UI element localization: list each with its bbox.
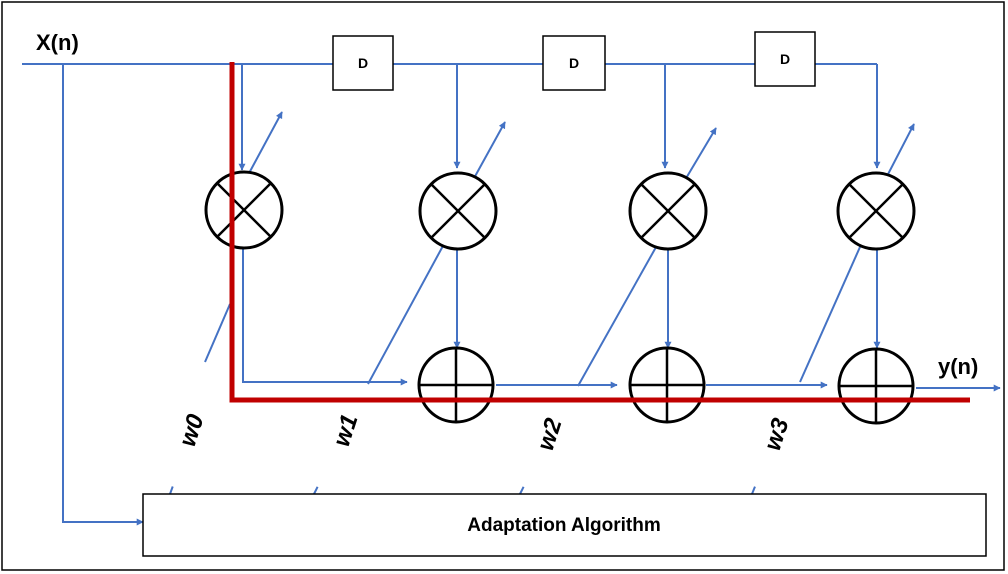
multiplier-node-0 [204, 170, 284, 250]
adder-node-2 [628, 346, 706, 424]
highlighted-signal-path [229, 62, 970, 403]
input-delay-line [22, 63, 881, 171]
input-label: X(n) [36, 30, 79, 55]
multiplier-to-adder-lines [242, 248, 881, 386]
weight-label-w2: w2 [532, 414, 568, 453]
delay-block-2: D [542, 35, 606, 91]
adder-node-1 [417, 346, 495, 424]
delay-block-1: D [332, 35, 394, 91]
weight-label-w3: w3 [759, 414, 795, 453]
multiplier-node-1 [418, 171, 498, 251]
delay-block-3: D [754, 31, 816, 87]
weight-feedback-lines [169, 237, 865, 495]
multiplier-node-3 [836, 171, 916, 251]
multiplier-node-2 [628, 171, 708, 251]
adder-chain-lines [496, 381, 1001, 392]
weight-label-w0: w0 [174, 410, 210, 449]
svg-text:D: D [358, 55, 368, 71]
svg-text:D: D [569, 55, 579, 71]
weight-label-w1: w1 [328, 411, 364, 450]
input-to-algorithm-line [62, 64, 144, 526]
adaptation-algorithm-label: Adaptation Algorithm [467, 515, 661, 536]
output-label: y(n) [938, 354, 978, 379]
svg-text:D: D [780, 51, 790, 67]
adaptation-algorithm-block: Adaptation Algorithm [142, 493, 987, 557]
adder-node-3 [837, 347, 915, 425]
weight-adjust-arrows [239, 111, 915, 191]
